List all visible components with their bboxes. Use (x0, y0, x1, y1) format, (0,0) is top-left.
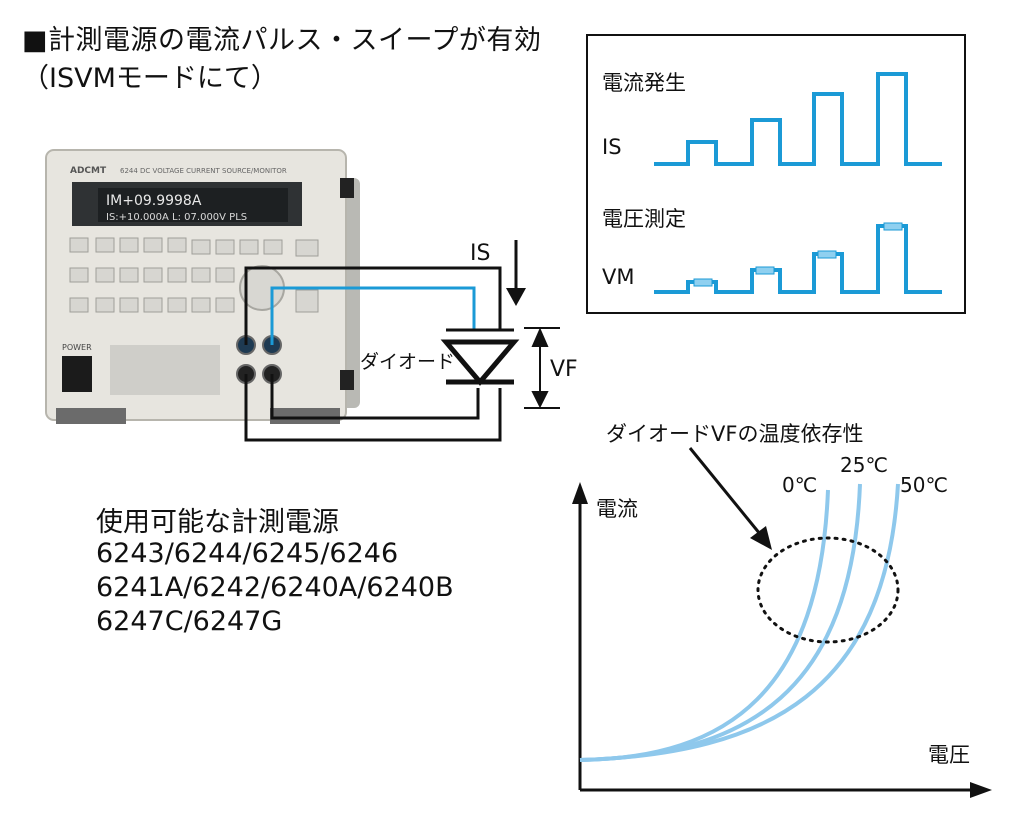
vent-grille (110, 345, 220, 395)
is-wave-label: IS (602, 135, 622, 159)
is-label: IS (470, 241, 490, 266)
vf-annotation: ダイオードVFの温度依存性 (606, 422, 864, 446)
label-25c: 25℃ (840, 453, 888, 477)
models-line-3: 6247C/6247G (96, 606, 283, 637)
wiring (244, 266, 502, 442)
vf-curve-chart: 電流 電圧 0℃ 25℃ 50℃ (572, 447, 992, 798)
vm-wave-label: VM (602, 265, 634, 289)
curve-50c (579, 483, 900, 762)
waveform-panel: 電流発生 IS 電圧測定 VM (586, 34, 966, 314)
curve-0c (579, 489, 830, 762)
current-gen-label: 電流発生 (602, 71, 686, 95)
models-line-2: 6241A/6242/6240A/6240B (96, 572, 454, 603)
y-axis-arrow (572, 482, 588, 504)
diode-symbol (440, 328, 520, 386)
is-waveform (654, 72, 942, 166)
measure-markers (693, 222, 903, 287)
vf-label: VF (550, 357, 578, 382)
y-axis-label: 電流 (596, 497, 638, 521)
curves (579, 483, 900, 762)
curve-25c (579, 483, 862, 762)
display-line-2: IS:+10.000A L: 07.000V PLS (106, 212, 247, 223)
waveform-frame (586, 34, 966, 314)
highlight-ellipse (756, 536, 900, 644)
model-caption: 6244 DC VOLTAGE CURRENT SOURCE/MONITOR (120, 167, 287, 175)
vf-dimension (524, 327, 560, 409)
diode-label: ダイオード (360, 351, 455, 373)
annotation-arrowhead (750, 526, 772, 550)
label-50c: 50℃ (900, 473, 948, 497)
voltage-meas-label: 電圧測定 (602, 207, 686, 231)
power-switch (62, 356, 92, 392)
models-heading: 使用可能な計測電源 (96, 507, 339, 538)
page-title: ■計測電源の電流パルス・スイープが有効 (22, 25, 542, 56)
power-label: POWER (62, 343, 92, 352)
x-axis-label: 電圧 (928, 743, 970, 767)
annotation-arrow (688, 447, 762, 535)
models-line-1: 6243/6244/6245/6246 (96, 538, 399, 569)
is-arrow (506, 240, 526, 306)
x-axis-arrow (970, 782, 992, 798)
instrument: ADCMT 6244 DC VOLTAGE CURRENT SOURCE/MON… (45, 149, 360, 424)
display-line-1: IM+09.9998A (106, 193, 202, 209)
label-0c: 0℃ (782, 473, 817, 497)
front-panel-buttons (69, 237, 319, 313)
page-subtitle: （ISVMモードにて） (22, 63, 278, 94)
brand-logo: ADCMT (70, 166, 107, 176)
